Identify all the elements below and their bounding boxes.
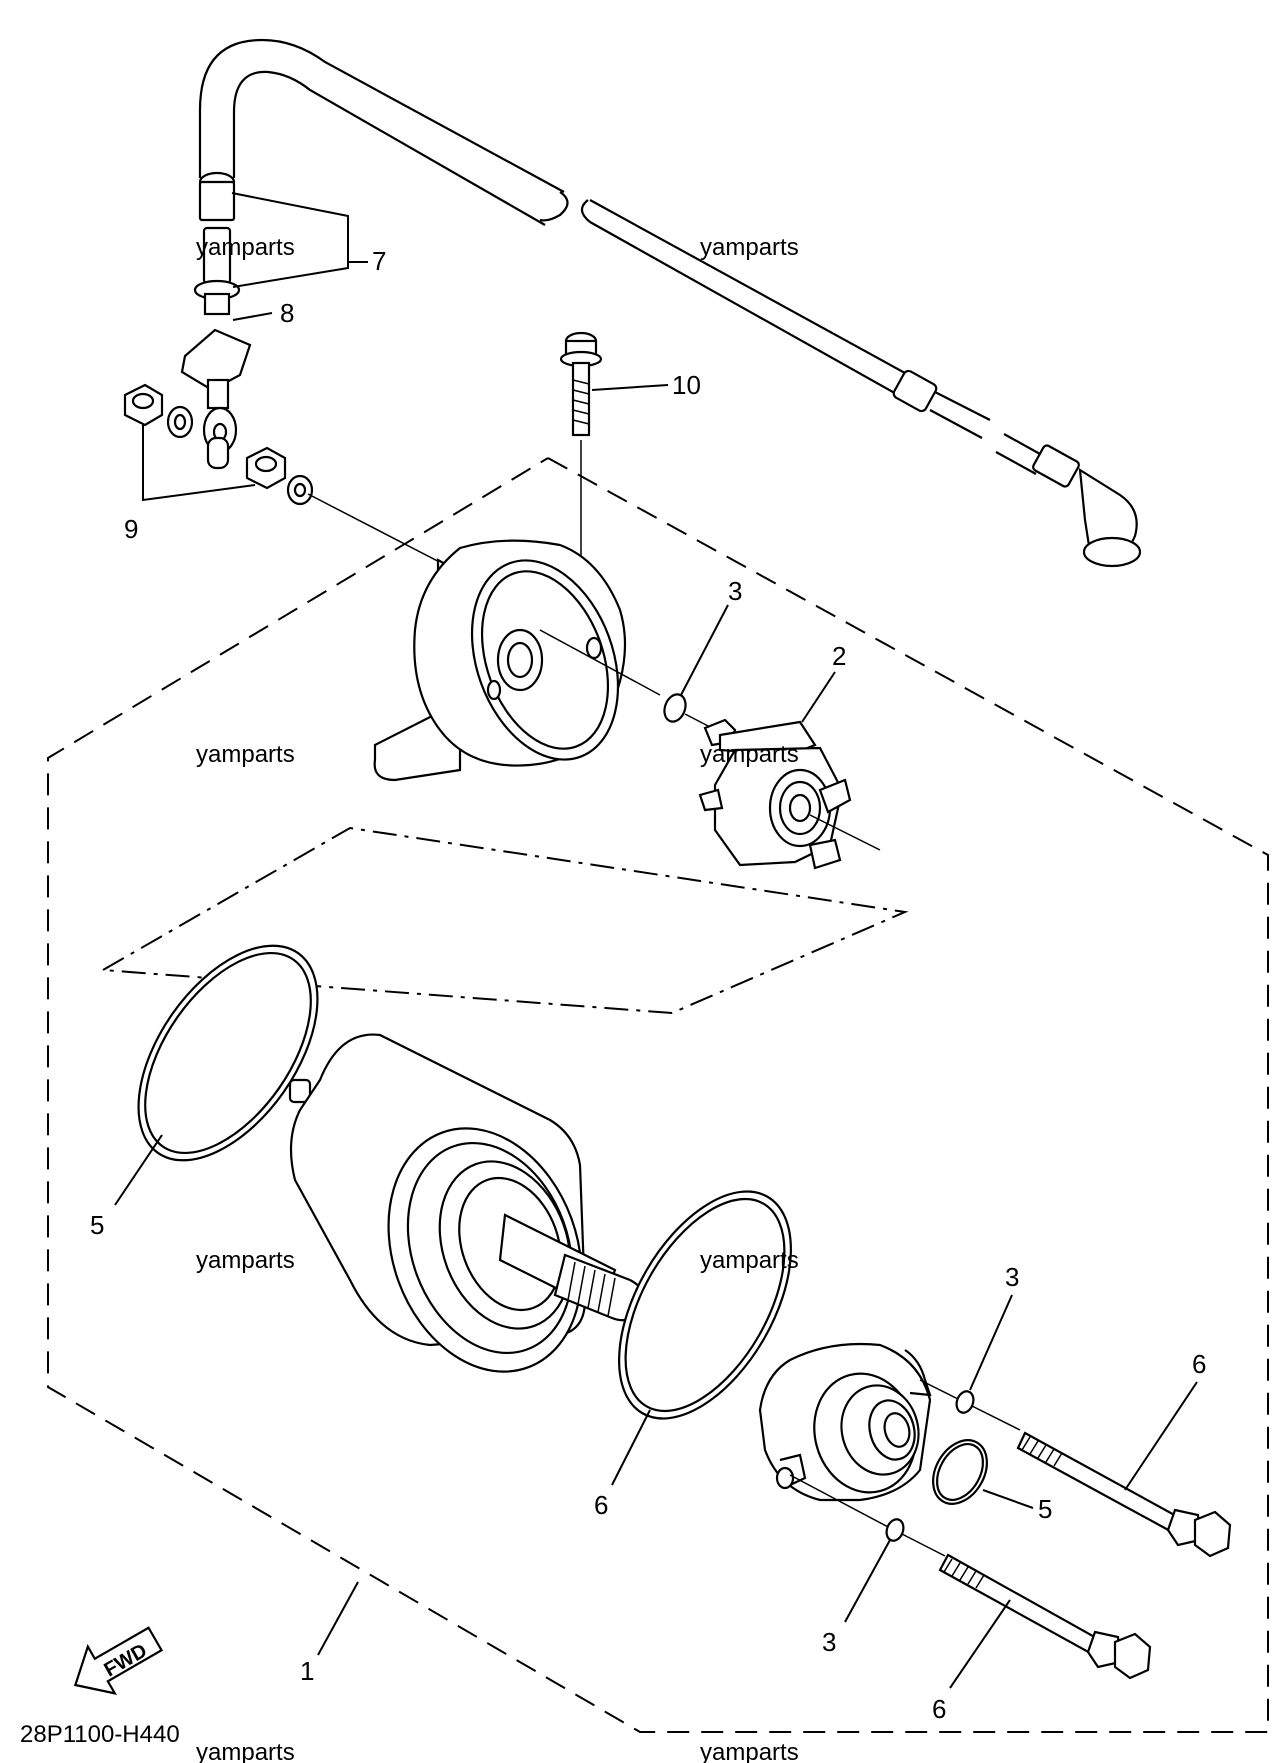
watermark: yamparts [196, 741, 295, 768]
watermark: yamparts [700, 1739, 799, 1763]
terminal-nut-upper [123, 383, 164, 427]
callout-10: 10 [672, 370, 701, 400]
callout-6-upper: 6 [1192, 1349, 1206, 1379]
axis-line-right-lower [901, 1533, 946, 1557]
assembly-boundary [47, 457, 1269, 1733]
callout-6-lower: 6 [932, 1694, 946, 1724]
axis-line-upper [684, 713, 713, 729]
fwd-arrow-icon: FWD [73, 1626, 164, 1695]
watermark: yamparts [196, 1247, 295, 1274]
callout-7: 7 [372, 246, 386, 276]
bolt-6-upper [1016, 1431, 1232, 1558]
watermark: yamparts [196, 234, 295, 261]
rear-cover [373, 539, 661, 782]
callout-9: 9 [124, 514, 138, 544]
terminal-washer-lower [286, 474, 314, 506]
callout-4: 5 [1038, 1494, 1052, 1524]
callout-3-top: 3 [728, 576, 742, 606]
watermark: yamparts [196, 1739, 295, 1763]
o-ring-right-lower [885, 1518, 905, 1542]
o-ring-large-left [137, 944, 319, 1162]
cable-terminal [180, 226, 252, 470]
callout-3-right-lower: 3 [822, 1627, 836, 1657]
o-ring-4 [932, 1439, 988, 1505]
callout-3-right-upper: 3 [1005, 1262, 1019, 1292]
leader-lines [114, 192, 1198, 1689]
callout-5-right: 6 [594, 1490, 608, 1520]
reference-outline [99, 826, 909, 1015]
callout-2: 2 [832, 641, 846, 671]
axis-line-terminal [307, 493, 456, 571]
watermark: yamparts [700, 741, 799, 768]
yoke-assembly [288, 1033, 645, 1373]
bolt-6-lower [938, 1553, 1152, 1680]
terminal-nut-lower [245, 446, 287, 490]
starter-cable [198, 38, 1142, 568]
o-ring-large-right [618, 1190, 792, 1420]
callout-5-left: 5 [90, 1210, 104, 1240]
diagram-code: 28P1100-H440 [20, 1721, 180, 1748]
watermark: yamparts [700, 1247, 799, 1274]
callout-1: 1 [300, 1656, 314, 1686]
brush-holder [698, 718, 881, 870]
front-cover [758, 1342, 961, 1529]
watermark: yamparts [700, 234, 799, 261]
bolt-10 [559, 331, 603, 565]
o-ring-upper [663, 693, 687, 723]
o-ring-right-upper [955, 1390, 975, 1414]
terminal-washer-upper [166, 405, 194, 439]
axis-line-right-upper [971, 1405, 1021, 1431]
callout-8: 8 [280, 298, 294, 328]
